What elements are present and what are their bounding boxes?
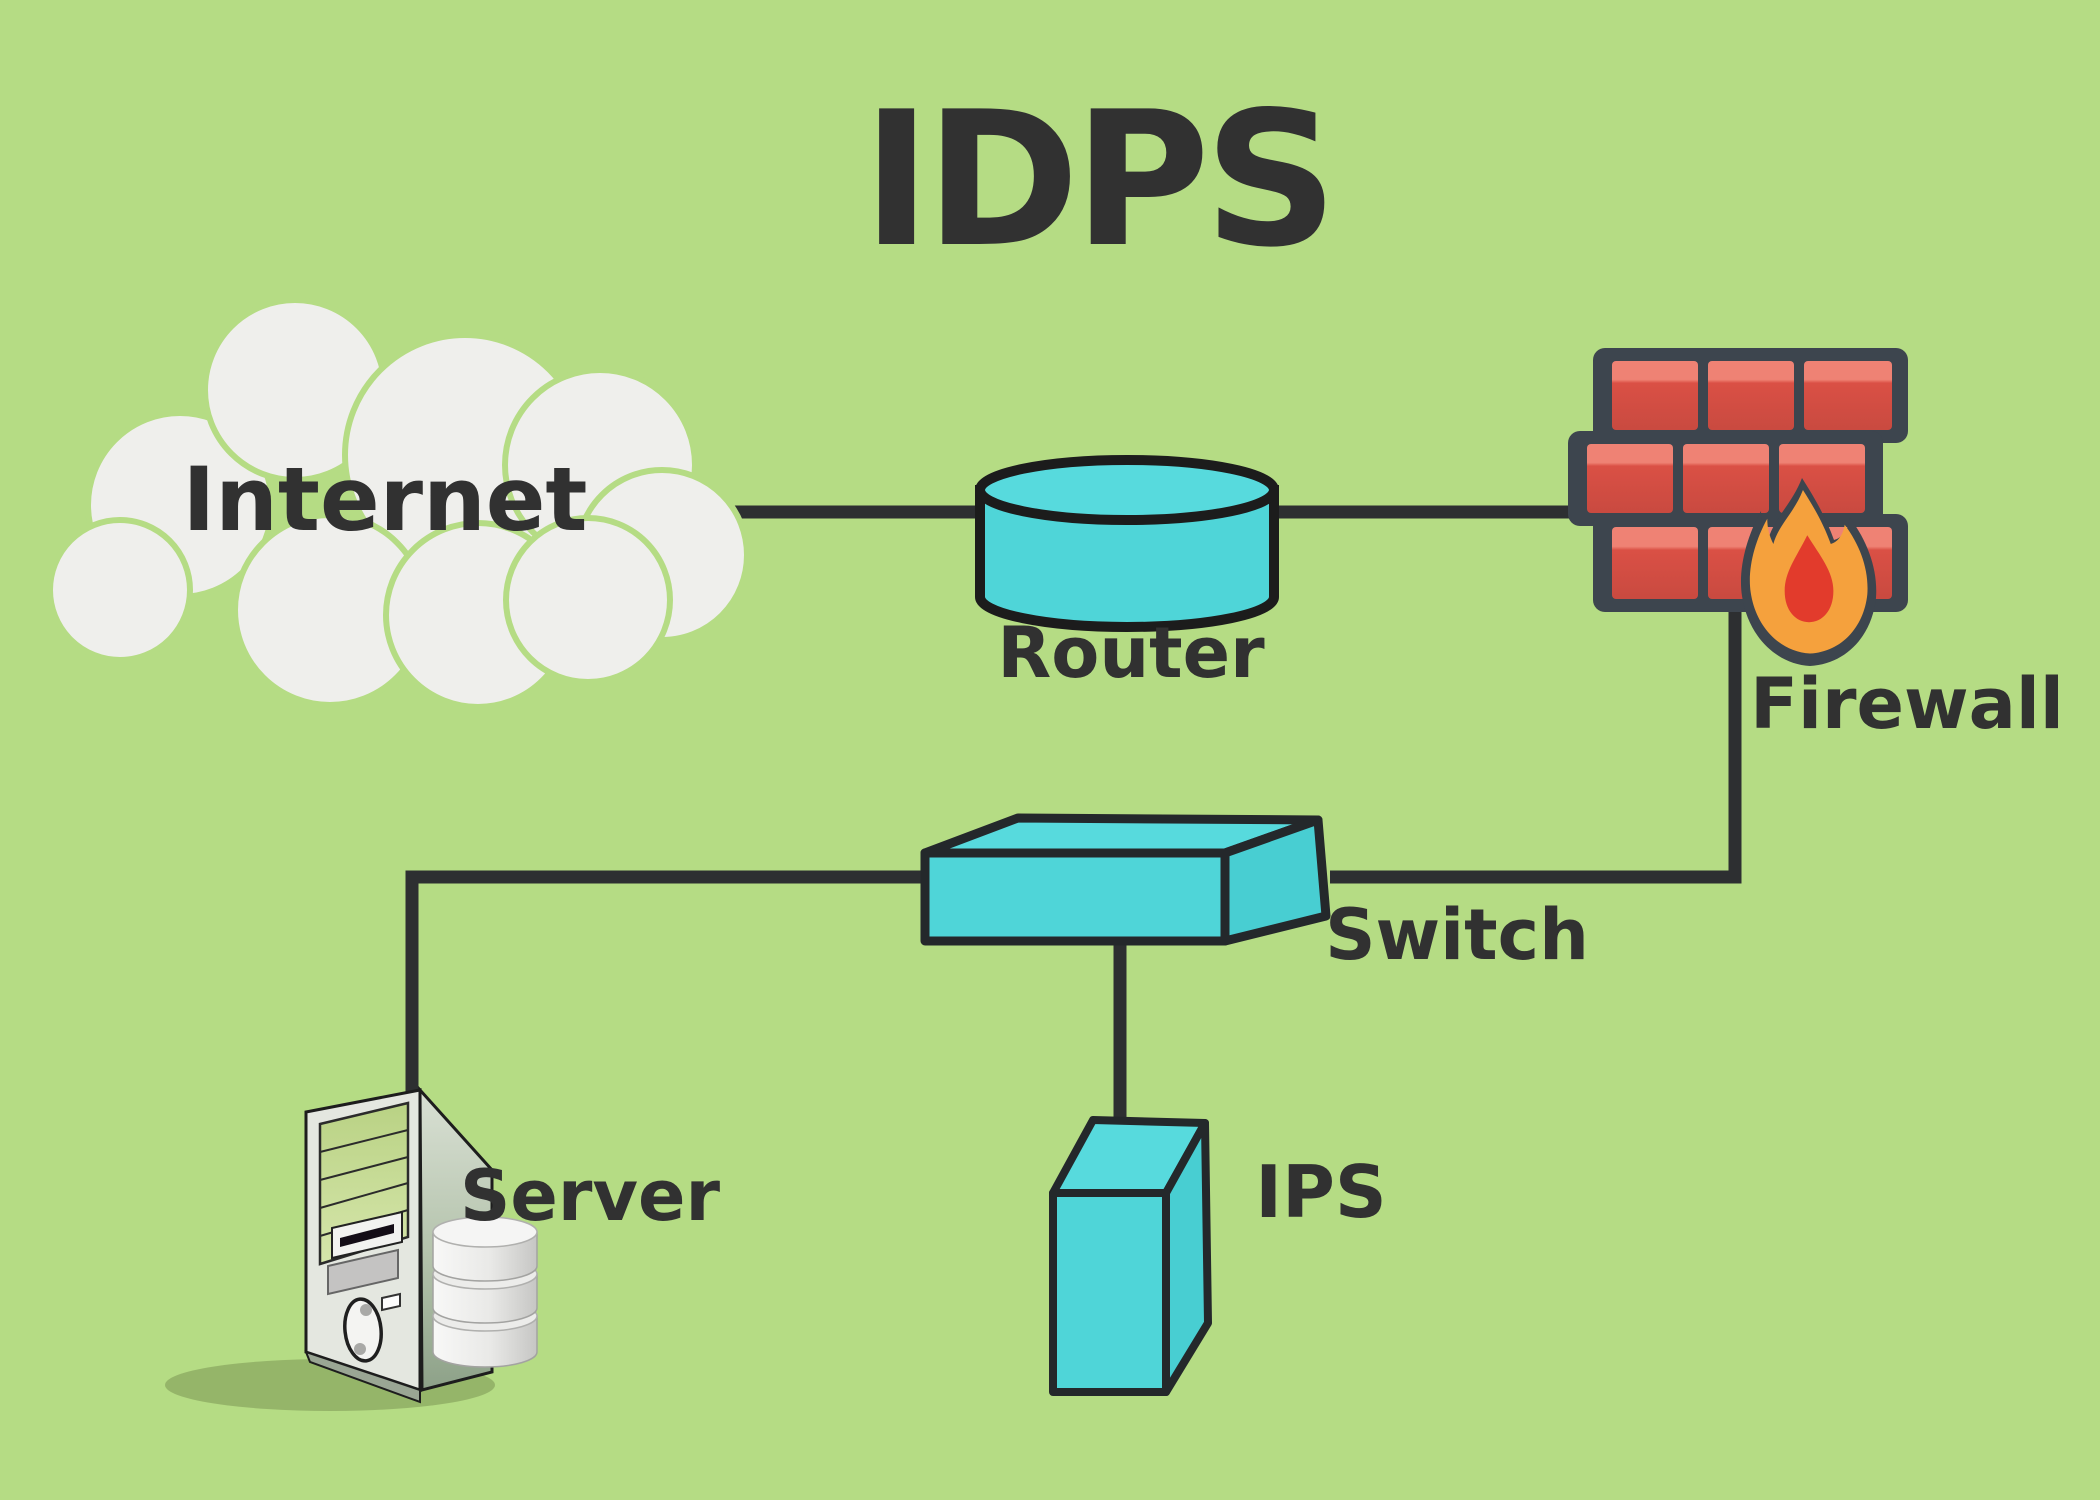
internet-label: Internet <box>182 448 588 551</box>
internet-cloud-icon <box>47 297 750 710</box>
cloud-bump <box>47 517 193 663</box>
server-floppy-slot <box>340 1224 394 1247</box>
brick <box>1587 444 1673 513</box>
db-segment-top <box>432 1216 538 1248</box>
router-cylinder-top <box>975 455 1279 525</box>
server-vent-slat <box>319 1156 409 1181</box>
database-icon <box>432 1216 538 1368</box>
ips-box-icon <box>1049 1116 1212 1396</box>
server-front-oval <box>343 1297 383 1363</box>
brick <box>1804 361 1892 430</box>
flame-inner <box>1784 535 1834 623</box>
brick <box>1708 361 1794 430</box>
brick <box>1612 361 1698 430</box>
firewall-icon <box>1568 348 1908 666</box>
router-cylinder-body <box>975 485 1279 632</box>
edge-firewall-switch <box>1330 552 1742 884</box>
router-cylinder-icon <box>975 455 1279 632</box>
server-base <box>304 1350 421 1404</box>
edge-switch-server <box>405 870 930 1096</box>
brick <box>1683 444 1769 513</box>
page-title: IDPS <box>862 71 1338 288</box>
switch-box-icon <box>920 813 1331 946</box>
server-vent-slat <box>319 1129 409 1153</box>
router-label: Router <box>997 612 1265 694</box>
flame-icon <box>1740 478 1877 666</box>
server-oval-dot <box>360 1304 372 1316</box>
ips-label: IPS <box>1255 1150 1387 1234</box>
server-power-button <box>381 1292 401 1312</box>
server-label: Server <box>459 1155 721 1237</box>
switch-front-face <box>920 848 1230 946</box>
switch-label: Switch <box>1325 894 1589 976</box>
brick <box>1612 527 1698 599</box>
cloud-bump <box>503 515 673 685</box>
server-vent-slat <box>319 1182 409 1209</box>
ips-front-face <box>1049 1189 1170 1396</box>
server-drive-bay <box>327 1248 399 1296</box>
server-icon <box>165 1086 538 1411</box>
server-oval-dot <box>354 1343 366 1355</box>
firewall-label: Firewall <box>1750 663 2064 745</box>
